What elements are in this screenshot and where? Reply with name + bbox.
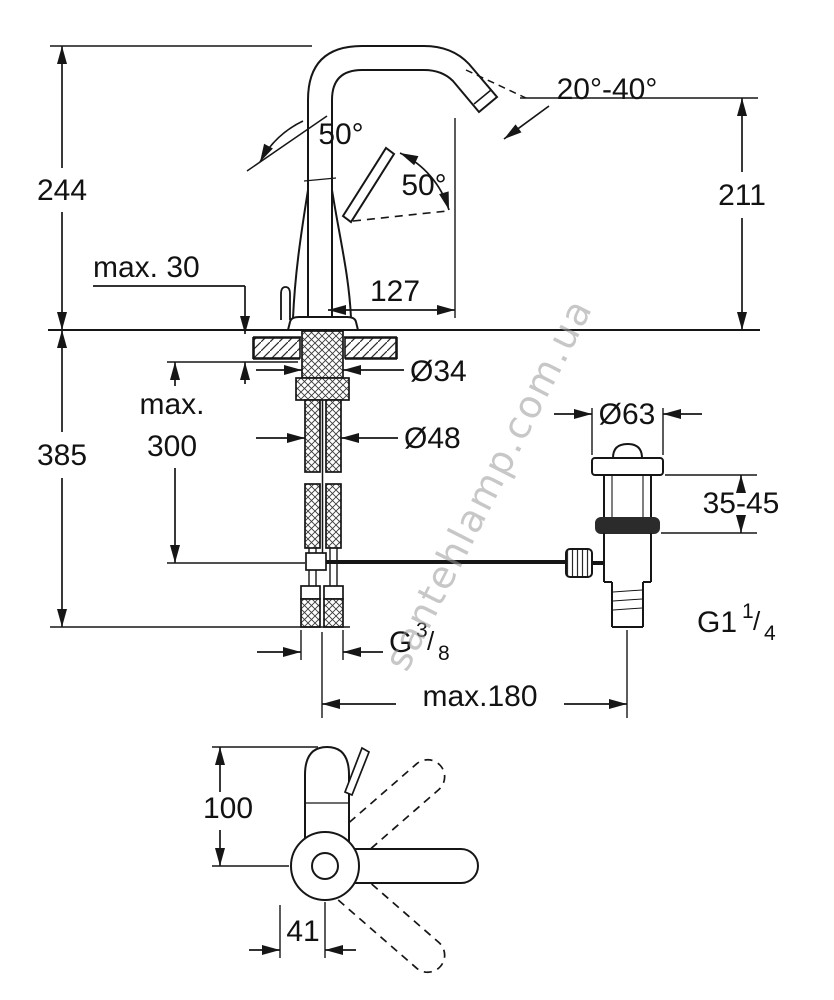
handle-lever [341, 146, 396, 224]
label-deck-thickness: max. 30 [93, 251, 200, 284]
label-outlet-angle: 20°-40° [557, 73, 658, 106]
label-hose-thread-num: 3 [416, 619, 428, 642]
label-waste-mount-range: 35-45 [703, 487, 780, 520]
body-right [331, 189, 352, 319]
dim-385 [50, 330, 350, 628]
label-hose-max-value: 300 [147, 430, 197, 463]
label-hose-thread-slash: / [427, 626, 435, 656]
label-hose-max-word: max. [139, 388, 204, 421]
label-spout-height: 211 [718, 179, 766, 212]
waste-flange [591, 457, 664, 476]
flex-hose-right-lower [325, 483, 342, 549]
handle-angle-arc-right [399, 152, 450, 211]
waste-seal-ring [595, 517, 660, 534]
label-plan-height: 100 [203, 792, 253, 825]
hose-nut-left [300, 585, 321, 600]
dim-max30 [93, 285, 250, 384]
label-spout-reach: 127 [370, 275, 420, 308]
label-waste-thread-g: G1 [697, 606, 737, 639]
faucet-side-view [246, 45, 550, 331]
label-plan-offset: 41 [286, 915, 319, 948]
label-hose-thread-g: G [389, 626, 412, 659]
mounting-nut [295, 377, 350, 401]
label-handle-angle-b: 50° [401, 169, 446, 202]
aerator-line [473, 89, 492, 105]
body-left [292, 189, 309, 319]
dim-211 [520, 97, 758, 330]
label-waste-thread-slash: / [753, 606, 761, 636]
rod-coupler [305, 552, 327, 571]
waste-plug-dome [611, 442, 644, 459]
flex-hose-left-lower [304, 483, 321, 549]
plan-handle-pin [343, 746, 371, 797]
handle-dashed-down [317, 855, 446, 974]
handle-dashed-up [317, 758, 446, 877]
plan-view [290, 745, 479, 974]
dim-g38 [257, 630, 383, 660]
hose-thread-left [300, 598, 321, 628]
under-deck-assembly [295, 330, 566, 628]
outlet-angle-leader [503, 105, 550, 140]
hose-thread-right [323, 598, 344, 628]
base-escutcheon [286, 316, 360, 331]
pop-up-pull-rod [280, 286, 291, 320]
rod-adjust-knob [565, 548, 593, 578]
handle-angle-arc-left [259, 120, 304, 163]
label-shank-diameter: Ø34 [410, 355, 467, 388]
flex-hose-left [304, 399, 321, 473]
dim-127 [328, 118, 456, 318]
mounting-shank [301, 330, 344, 379]
dim-41 [249, 902, 356, 958]
label-waste-thread-num: 1 [742, 600, 754, 623]
label-base-diameter: Ø48 [404, 422, 461, 455]
plan-spout [304, 745, 350, 852]
body-joint-line [303, 177, 337, 182]
dim-244 [50, 45, 312, 330]
label-below-deck-depth: 385 [37, 439, 87, 472]
deck-section [252, 336, 398, 360]
label-hose-thread-den: 8 [438, 642, 450, 665]
dim-100 [212, 746, 318, 867]
flex-hose-right [325, 399, 342, 473]
label-waste-thread-den: 4 [764, 622, 776, 645]
label-rod-reach-max: max.180 [422, 680, 537, 713]
dim-35-45 [661, 474, 757, 534]
hose-nut-right [323, 585, 344, 600]
pop-up-waste [565, 442, 664, 628]
label-total-height: 244 [37, 174, 87, 207]
handle-alt-position-dashed [352, 210, 448, 222]
plan-inner-circle [311, 852, 339, 880]
label-handle-angle-a: 50° [318, 118, 363, 151]
dim-max180 [321, 630, 628, 718]
spout [307, 45, 499, 331]
label-waste-flange-diameter: Ø63 [599, 398, 656, 431]
dim-max300 [167, 361, 305, 564]
dim-dia63 [554, 408, 702, 455]
